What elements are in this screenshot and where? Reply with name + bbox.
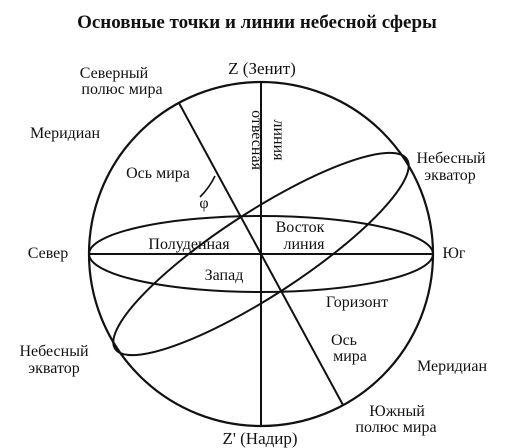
meridian-label-right: Меридиан <box>417 358 487 375</box>
south-point-label: Юг <box>442 245 465 262</box>
east-point-label: Восток <box>276 219 325 236</box>
meridian-label-left: Меридиан <box>30 125 100 142</box>
plumb-line-label-line2: линия <box>270 119 287 161</box>
nadir-label: Z' (Надир) <box>222 429 297 448</box>
noon-line-label-line2: линия <box>283 236 325 253</box>
noon-line-label-line1: Полуденная <box>148 236 230 253</box>
celestial-equator-label-right-line1: Небесный <box>416 150 486 167</box>
zenith-label: Z (Зенит) <box>228 59 296 78</box>
north-pole-label-line2: полюс мира <box>81 81 162 98</box>
south-pole-label-line1: Южный <box>369 403 425 420</box>
plumb-line-label-line1: отвесная <box>248 110 265 171</box>
diagram-title: Основные точки и линии небесной сферы <box>77 12 437 33</box>
celestial-equator-ellipse <box>112 151 410 357</box>
north-pole-label-line1: Северный <box>80 65 149 82</box>
world-axis-label-upper: Ось мира <box>126 165 190 182</box>
world-axis-label-lower-line2: мира <box>333 348 367 365</box>
world-axis-label-lower-line1: Ось <box>331 332 357 349</box>
world-axis-line <box>178 102 344 406</box>
latitude-angle-arc <box>199 175 216 198</box>
latitude-phi-label: φ <box>199 195 208 212</box>
celestial-equator-label-left-line1: Небесный <box>19 343 89 360</box>
west-point-label: Запад <box>205 267 244 284</box>
horizon-label: Горизонт <box>326 294 388 311</box>
south-pole-label-line2: полюс мира <box>355 419 436 436</box>
celestial-equator-label-left-line2: экватор <box>28 360 79 377</box>
celestial-equator-label-right-line2: экватор <box>424 167 475 184</box>
north-point-label: Север <box>28 245 69 262</box>
